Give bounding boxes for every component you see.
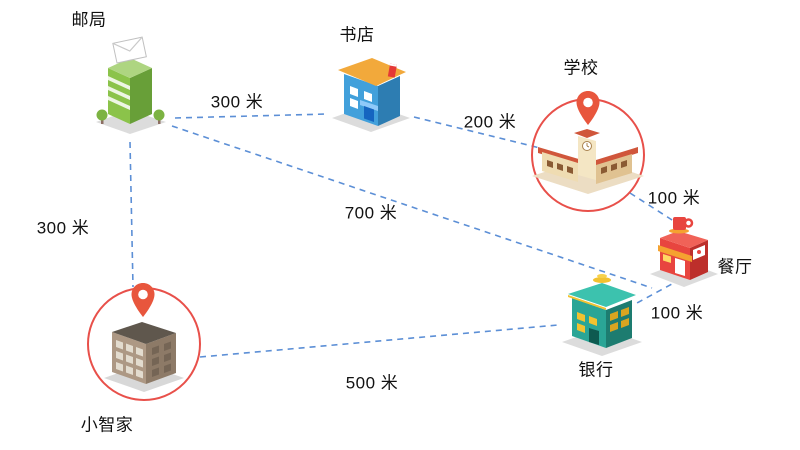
edge-label-home-bank: 500 米	[345, 373, 399, 393]
home-node	[100, 302, 188, 397]
edge-label-restaurant-bank: 100 米	[650, 303, 704, 323]
node-label-school: 学校	[563, 58, 599, 78]
bookstore-node	[326, 42, 416, 137]
edge-label-school-restaurant: 100 米	[647, 188, 701, 208]
edge-label-post-office-bookstore: 300 米	[210, 92, 264, 112]
node-label-home: 小智家	[80, 415, 134, 435]
restaurant-node	[646, 210, 721, 290]
school-node	[530, 118, 646, 196]
node-label-bank: 银行	[578, 360, 614, 380]
school-icon	[532, 129, 644, 194]
restaurant-icon	[650, 217, 718, 287]
edge-home-bank	[199, 324, 559, 358]
bank-icon	[562, 274, 642, 356]
school-location-pin-icon	[576, 91, 600, 125]
bookstore-icon	[332, 58, 410, 132]
node-label-bookstore: 书店	[339, 25, 375, 45]
edge-label-post-office-restaurant: 700 米	[344, 203, 398, 223]
home-location-pin-icon	[131, 283, 155, 317]
edge-label-post-office-home: 300 米	[36, 218, 90, 238]
home-icon	[104, 322, 184, 392]
edge-post-office-bookstore	[174, 113, 329, 119]
edge-post-office-home	[129, 141, 134, 288]
node-label-post-office: 邮局	[71, 10, 107, 30]
post-office-icon	[96, 36, 166, 134]
bank-node	[558, 262, 646, 360]
post-office-node	[88, 36, 173, 141]
node-label-restaurant: 餐厅	[717, 257, 753, 277]
edge-label-bookstore-school: 200 米	[463, 112, 517, 132]
